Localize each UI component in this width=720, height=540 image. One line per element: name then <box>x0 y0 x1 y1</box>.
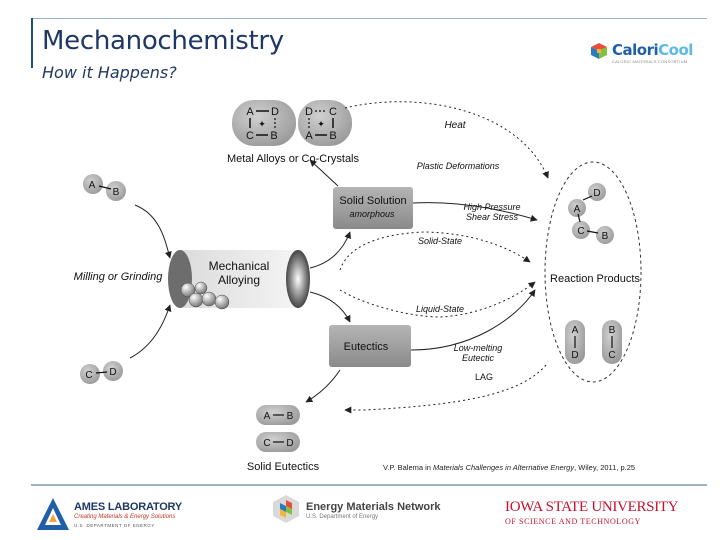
se-atom-D: D <box>286 438 293 449</box>
liquid-state-label: Liquid-State <box>416 304 464 314</box>
emn-name: Energy Materials Network <box>306 501 441 513</box>
isu-name: IOWA STATE UNIVERSITY <box>505 499 679 515</box>
milling-jar: Mechanical Alloying <box>168 250 310 310</box>
low-melting-label-2: Eutectic <box>462 353 495 363</box>
iowa-state-university-logo: IOWA STATE UNIVERSITY OF SCIENCE AND TEC… <box>505 499 690 529</box>
atom-C-2: C <box>329 106 337 118</box>
caloricool-cube-icon <box>591 43 607 59</box>
atom-A-2: A <box>305 130 313 142</box>
reagent-AB: A B <box>83 174 126 201</box>
eutectics-to-products-arrow <box>410 289 536 351</box>
plastic-deformations-label: Plastic Deformations <box>417 161 500 171</box>
rp-atom-C: C <box>577 226 584 237</box>
footer-rule <box>31 484 707 486</box>
header-accent-bar <box>31 18 33 68</box>
reagent-CD: C D <box>80 361 123 384</box>
liquid-state-arrow <box>339 281 536 318</box>
solid-state-label: Solid-State <box>418 236 462 246</box>
solid-eutectics-label: Solid Eutectics <box>247 461 320 473</box>
ames-doe: U.S. DEPARTMENT OF ENERGY <box>74 523 155 528</box>
heat-label: Heat <box>444 120 466 131</box>
reagent-atom-B: B <box>113 187 120 198</box>
header-rule <box>31 18 707 19</box>
reagent-atom-A: A <box>89 180 96 191</box>
reaction-products-label: Reaction Products <box>550 273 640 285</box>
to-eutectics-arrow <box>309 291 351 323</box>
cd-to-mill-arrow <box>129 304 172 359</box>
amorphous-label: amorphous <box>349 209 395 219</box>
mechanical-alloying-label-1: Mechanical <box>209 259 270 273</box>
alloy-cluster-left <box>232 100 296 146</box>
atom-B-2: B <box>329 130 336 142</box>
solid-solution-box: Solid Solution amorphous <box>333 187 413 229</box>
svg-text:✦: ✦ <box>258 119 266 129</box>
svg-text:✦: ✦ <box>317 119 325 129</box>
se-atom-C: C <box>263 438 270 449</box>
citation: V.P. Balema in Materials Challenges in A… <box>383 463 636 472</box>
lag-arrow <box>344 364 547 414</box>
eutectics-label: Eutectics <box>344 341 389 353</box>
atom-C-1: C <box>246 130 254 142</box>
caloricool-name: CaloriCool <box>612 41 693 59</box>
ab-to-mill-arrow <box>134 204 172 259</box>
solid-eutectics-group: A B C D Solid Eutectics <box>247 405 320 473</box>
ames-tagline: Creating Materials & Energy Solutions <box>74 514 176 520</box>
high-pressure-label-2: Shear Stress <box>466 212 519 222</box>
metal-alloys-label: Metal Alloys or Co-Crystals <box>227 153 360 165</box>
to-solid-solution-arrow <box>309 231 352 269</box>
solid-solution-label: Solid Solution <box>339 195 406 207</box>
heat-arrow <box>344 101 549 179</box>
emn-doe: U.S. Department of Energy <box>306 514 379 520</box>
rp2-atom-A: A <box>572 325 579 336</box>
atom-D-2: D <box>305 106 313 118</box>
milling-label: Milling or Grinding <box>74 271 164 283</box>
emn-hexagon-icon <box>273 495 299 523</box>
se-atom-B: B <box>287 411 294 422</box>
rp3-atom-B: B <box>609 325 616 336</box>
isu-tagline: OF SCIENCE AND TECHNOLOGY <box>505 517 641 526</box>
alloy-cluster-right <box>298 100 352 146</box>
milling-jar-right-end <box>286 250 310 308</box>
reagent-atom-C: C <box>85 370 92 381</box>
rp2-atom-D: D <box>571 350 578 361</box>
lag-label: LAG <box>475 372 493 382</box>
ames-laboratory-logo: AMES LABORATORY Creating Materials & Ene… <box>36 497 186 533</box>
caloricool-tagline: CALORIC MATERIALS CONSORTIUM <box>612 59 688 64</box>
metal-alloys-group: A D C B D C A B ✦ ✦ Metal Alloys or Co-C… <box>227 100 360 165</box>
atom-D-1: D <box>271 106 279 118</box>
to-reaction-products-arrow-1 <box>412 202 538 222</box>
slide-subtitle: How it Happens? <box>42 63 177 82</box>
ames-a-icon <box>37 498 69 530</box>
atom-A-1: A <box>246 106 254 118</box>
rp3-atom-C: C <box>608 350 615 361</box>
high-pressure-label-1: High Pressure <box>463 202 520 212</box>
rp-atom-A: A <box>574 204 581 215</box>
se-atom-A: A <box>264 411 271 422</box>
eutectics-box: Eutectics <box>329 325 411 367</box>
to-solid-eutectics-arrow <box>305 369 341 403</box>
reaction-products-ellipse <box>544 161 642 383</box>
slide-title: Mechanochemistry <box>42 26 284 56</box>
milling-jar-left-end <box>168 250 192 308</box>
atom-B-1: B <box>270 130 277 142</box>
mechanical-alloying-label-2: Alloying <box>218 273 260 287</box>
reagent-atom-D: D <box>109 367 116 378</box>
low-melting-label-1: Low-melting <box>454 343 503 353</box>
to-metal-alloys-arrow <box>309 159 339 187</box>
reaction-products-group: D A C B Reaction Products A D B C <box>544 161 642 383</box>
rp-atom-D: D <box>593 188 600 199</box>
ames-name: AMES LABORATORY <box>74 501 183 513</box>
caloricool-logo: CaloriCool CALORIC MATERIALS CONSORTIUM <box>590 40 693 68</box>
energy-materials-network-logo: Energy Materials Network U.S. Department… <box>272 494 452 528</box>
rp-atom-B: B <box>602 231 609 242</box>
